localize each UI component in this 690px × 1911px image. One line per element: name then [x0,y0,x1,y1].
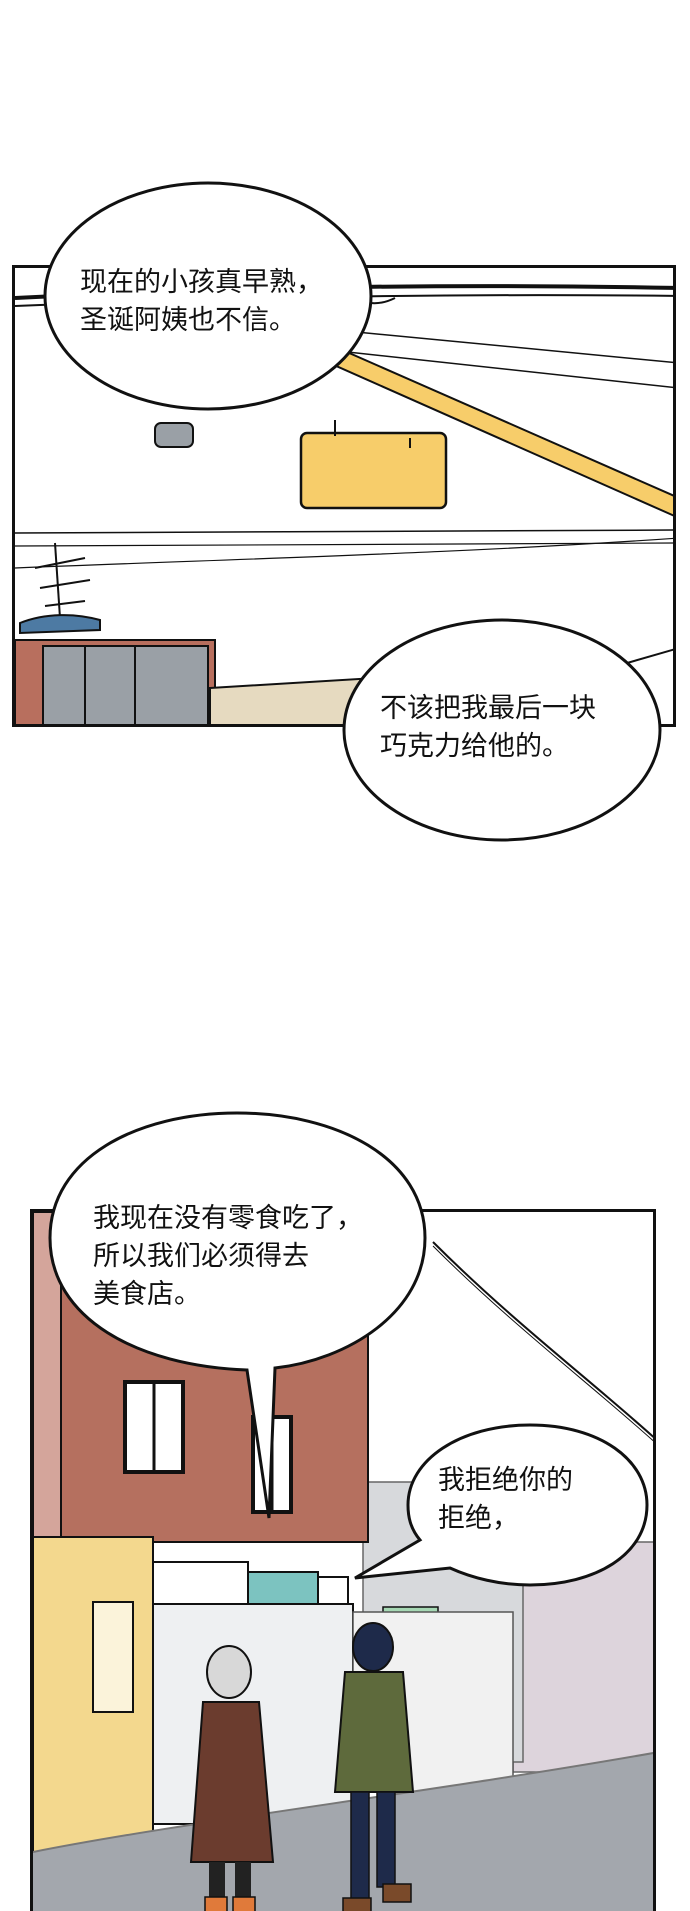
bubble-2-line-2: 巧克力给他的。 [380,731,569,762]
bubble-4-line-1: 我拒绝你的 [438,1465,573,1496]
character-green-coat [333,1622,415,1911]
bubble-1-line-2: 圣诞阿姨也不信。 [80,305,296,336]
bubble-3-line-1: 我现在没有零食吃了， [93,1203,363,1234]
speech-bubble-4: 我拒绝你的 拒绝， [350,1420,650,1600]
speech-bubble-1: 现在的小孩真早熟， 圣诞阿姨也不信。 [42,178,378,426]
bubble-4-line-2: 拒绝， [438,1503,519,1534]
character-brown-coat [189,1645,275,1911]
bubble-1-line-1: 现在的小孩真早熟， [80,267,323,298]
bubble-3-line-2: 所以我们必须得去 [93,1241,309,1272]
bubble-3-line-3: 美食店。 [93,1279,201,1310]
yellow-sign [299,420,448,510]
speech-bubble-2: 不该把我最后一块 巧克力给他的。 [340,612,665,848]
bubble-2-line-1: 不该把我最后一块 [380,693,596,724]
rooftop-scene [15,284,673,724]
antenna [34,542,91,619]
speech-bubble-3: 我现在没有零食吃了， 所以我们必须得去 美食店。 [47,1108,427,1523]
street-lamp [154,422,194,448]
